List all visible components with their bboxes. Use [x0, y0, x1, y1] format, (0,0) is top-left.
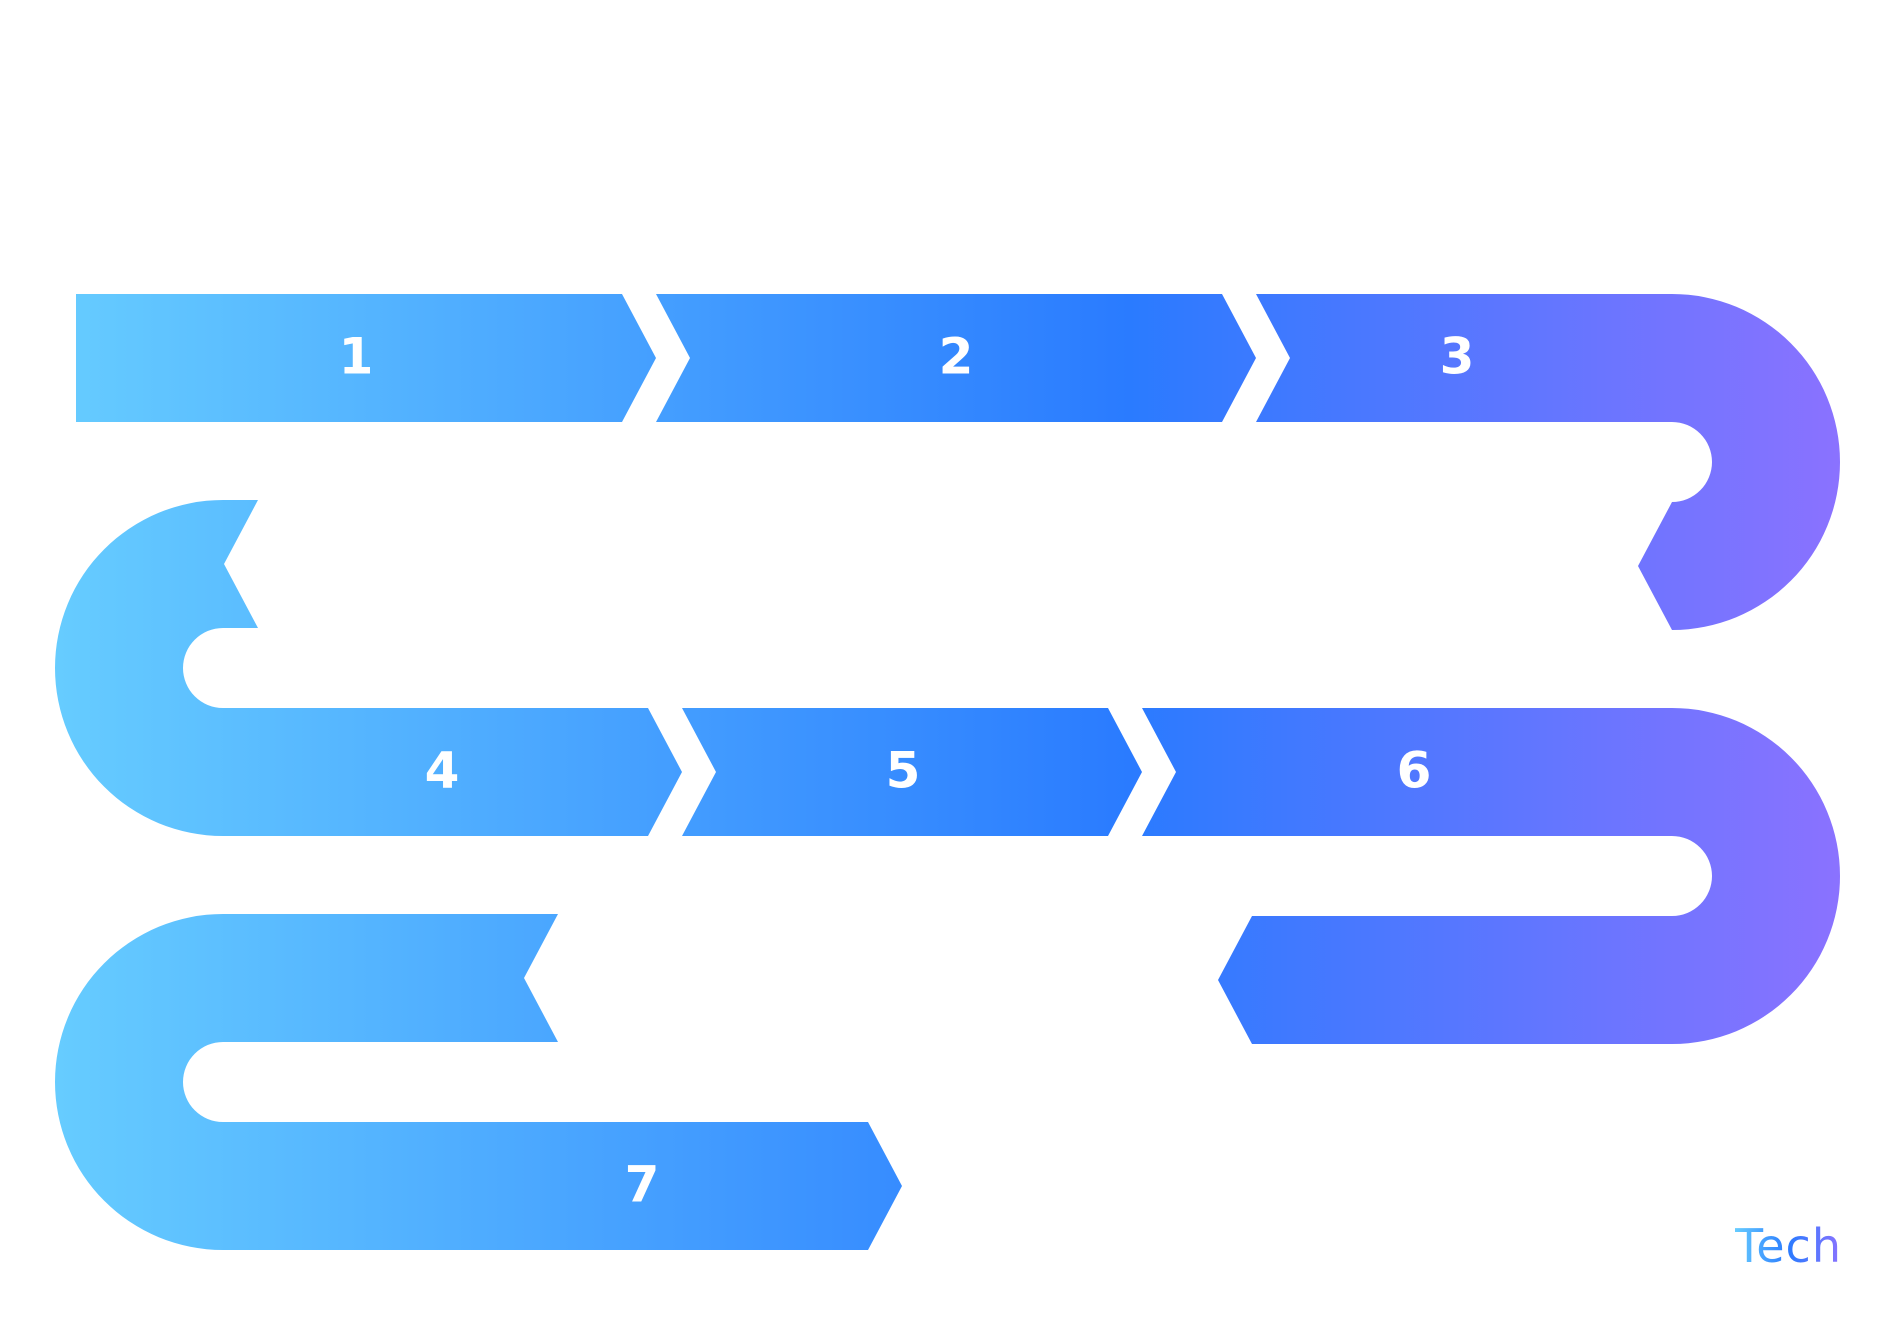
step-5-segment: [682, 708, 1142, 836]
step-7-segment: [55, 914, 902, 1250]
step-5-label: 5: [886, 742, 921, 800]
step-6-segment: [1142, 708, 1840, 1044]
step-1-label: 1: [339, 328, 374, 386]
step-2-label: 2: [939, 328, 974, 386]
step-1-segment: [76, 294, 656, 422]
step-7-label: 7: [625, 1156, 660, 1214]
step-4-label: 4: [425, 742, 460, 800]
step-3-label: 3: [1440, 328, 1475, 386]
step-3-segment: [1256, 294, 1840, 630]
brand-logo: Tech: [1734, 1219, 1842, 1273]
step-2-segment: [656, 294, 1256, 422]
step-4-segment: [55, 500, 682, 836]
step-6-label: 6: [1397, 742, 1432, 800]
